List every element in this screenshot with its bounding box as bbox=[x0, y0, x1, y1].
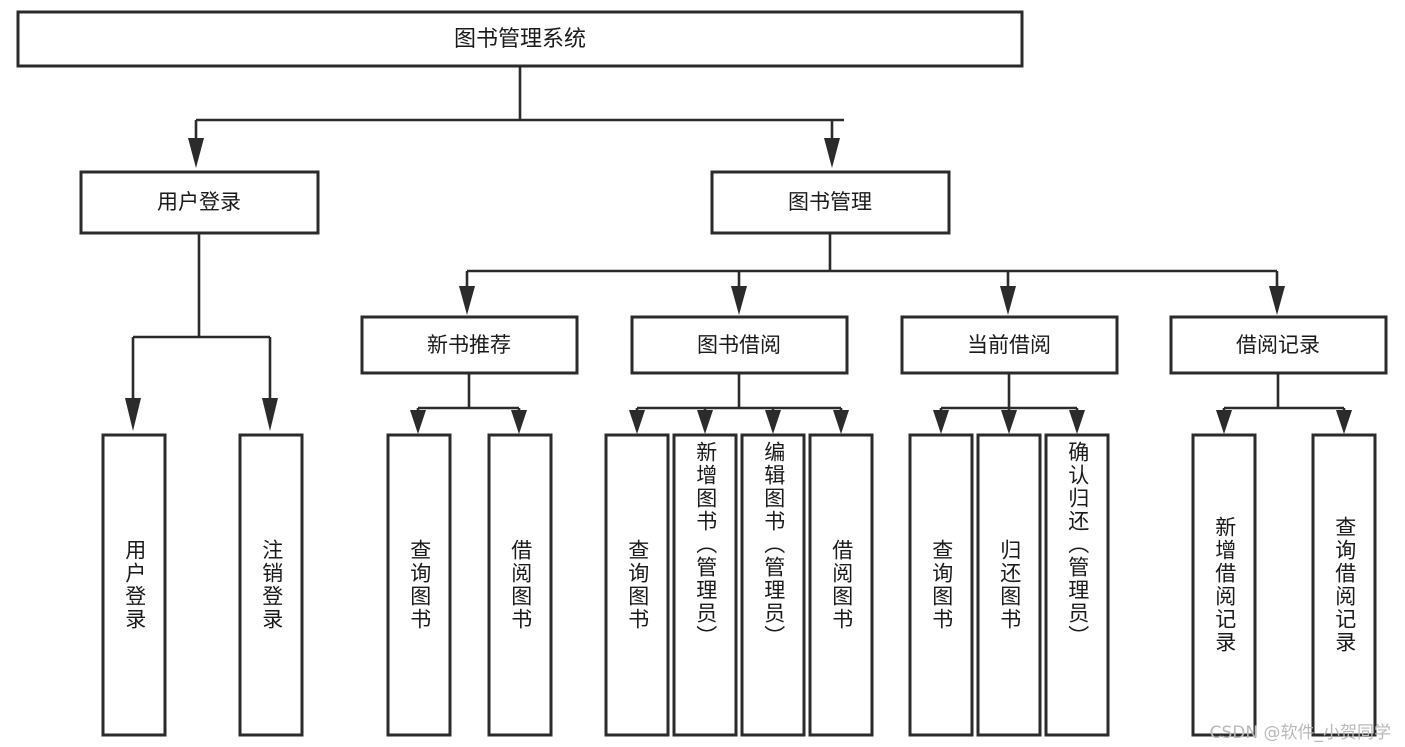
connector-book-manage-to-level2 bbox=[459, 233, 1285, 315]
leaf-boxes bbox=[101, 433, 1377, 737]
node-book-borrow-box[interactable] bbox=[630, 315, 849, 375]
arrow-head-leaf-query-record bbox=[1336, 410, 1352, 434]
connector-book-borrow-to-leaves bbox=[629, 373, 849, 434]
node-book-manage-label: 图书管理 bbox=[788, 190, 872, 214]
arrow-head-book-borrow bbox=[731, 286, 747, 315]
arrow-head-book-manage bbox=[824, 138, 840, 168]
node-borrow-record[interactable]: 借阅记录 bbox=[1169, 315, 1388, 375]
arrow-head-new-book-recommend bbox=[459, 286, 475, 315]
node-current-borrow-label: 当前借阅 bbox=[967, 333, 1051, 357]
node-current-borrow-box[interactable] bbox=[900, 315, 1119, 375]
connector-user-login-to-leaves bbox=[125, 233, 278, 431]
node-root-box[interactable] bbox=[16, 10, 1024, 68]
node-leaf-borrow-book-1-box[interactable] bbox=[487, 433, 553, 737]
arrow-head-leaf-borrow-book-2 bbox=[833, 410, 849, 434]
arrow-head-borrow-record bbox=[1269, 286, 1285, 315]
node-leaf-query-record-box[interactable] bbox=[1311, 433, 1377, 737]
node-user-login[interactable]: 用户登录 bbox=[79, 170, 320, 235]
connector-root-to-level1 bbox=[188, 66, 844, 168]
arrow-head-leaf-edit-book bbox=[765, 410, 781, 434]
node-new-book-recommend[interactable]: 新书推荐 bbox=[360, 315, 579, 375]
node-leaf-query-book-3-box[interactable] bbox=[908, 433, 974, 737]
node-current-borrow[interactable]: 当前借阅 bbox=[900, 315, 1119, 375]
node-borrow-record-label: 借阅记录 bbox=[1236, 333, 1320, 357]
node-leaf-borrow-book-2-box[interactable] bbox=[808, 433, 874, 737]
arrow-head-leaf-query-book-1 bbox=[410, 410, 426, 434]
node-new-book-recommend-box[interactable] bbox=[360, 315, 579, 375]
node-user-login-box[interactable] bbox=[79, 170, 320, 235]
node-leaf-query-book-1-box[interactable] bbox=[386, 433, 452, 737]
arrow-head-leaf-query-book-3 bbox=[933, 410, 949, 434]
connector-current-borrow-to-leaves bbox=[933, 373, 1085, 434]
arrow-head-leaf-user-login bbox=[125, 398, 141, 431]
node-leaf-query-book-2-box[interactable] bbox=[604, 433, 670, 737]
node-leaf-add-book-box[interactable] bbox=[672, 433, 738, 737]
node-leaf-confirm-return-box[interactable] bbox=[1044, 433, 1110, 737]
node-leaf-add-record-box[interactable] bbox=[1191, 433, 1257, 737]
node-user-login-label: 用户登录 bbox=[157, 190, 241, 214]
connector-new-book-recommend-to-leaves bbox=[410, 373, 527, 434]
arrow-head-leaf-borrow-book-1 bbox=[511, 410, 527, 434]
node-new-book-recommend-label: 新书推荐 bbox=[427, 333, 511, 357]
arrow-head-current-borrow bbox=[1000, 286, 1016, 315]
arrow-head-user-login bbox=[188, 138, 204, 168]
node-book-manage[interactable]: 图书管理 bbox=[710, 170, 951, 235]
arrow-head-leaf-confirm-return bbox=[1069, 410, 1085, 434]
node-leaf-return-book-box[interactable] bbox=[976, 433, 1042, 737]
node-borrow-record-box[interactable] bbox=[1169, 315, 1388, 375]
arrow-head-leaf-add-book bbox=[697, 410, 713, 434]
node-root[interactable]: 图书管理系统 bbox=[16, 10, 1024, 68]
arrow-head-leaf-logout bbox=[262, 398, 278, 431]
connector-borrow-record-to-leaves bbox=[1216, 373, 1352, 434]
arrow-head-leaf-query-book-2 bbox=[629, 410, 645, 434]
node-book-borrow[interactable]: 图书借阅 bbox=[630, 315, 849, 375]
arrow-head-leaf-add-record bbox=[1216, 410, 1232, 434]
node-leaf-user-login-box[interactable] bbox=[101, 433, 167, 737]
node-root-label: 图书管理系统 bbox=[454, 27, 586, 52]
node-leaf-edit-book-box[interactable] bbox=[740, 433, 806, 737]
node-book-borrow-label: 图书借阅 bbox=[697, 333, 781, 357]
node-book-manage-box[interactable] bbox=[710, 170, 951, 235]
node-leaf-logout-box[interactable] bbox=[238, 433, 304, 737]
arrow-head-leaf-return-book bbox=[1001, 410, 1017, 434]
